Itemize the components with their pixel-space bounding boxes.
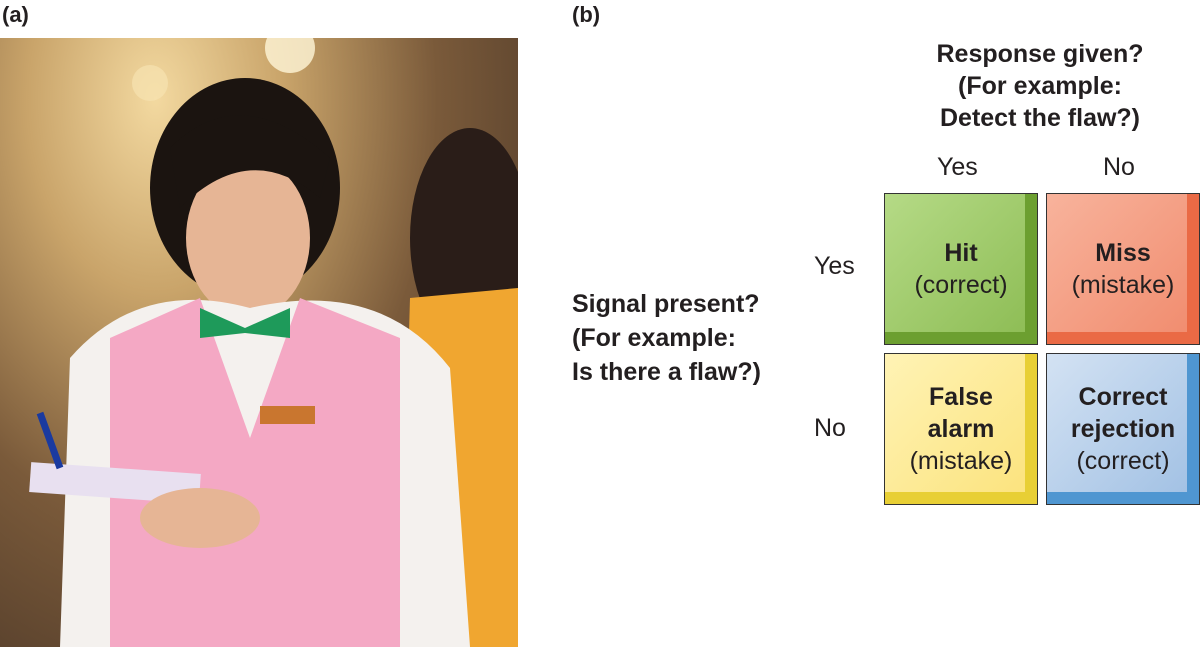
cell-subtitle: (mistake) xyxy=(909,447,1013,475)
cell-subtitle: (mistake) xyxy=(1071,271,1175,299)
cell-correct-rejection: Correct rejection (correct) xyxy=(1046,353,1200,505)
cell-miss: Miss (mistake) xyxy=(1046,193,1200,345)
cell-subtitle: (correct) xyxy=(1076,447,1170,475)
cell-title: False alarm xyxy=(927,383,995,443)
row-heading-line: (For example: xyxy=(572,324,736,352)
cell-title: Correct rejection xyxy=(1070,383,1176,443)
row-heading-line: Is there a flaw?) xyxy=(572,358,761,386)
column-label-no: No xyxy=(1103,153,1135,181)
cell-title: Hit xyxy=(944,239,978,267)
column-heading: Response given? (For example: Detect the… xyxy=(900,38,1180,134)
cell-subtitle: (correct) xyxy=(914,271,1008,299)
row-heading-line: Signal present? xyxy=(572,290,760,318)
column-heading-line: (For example: xyxy=(958,72,1122,100)
column-label-yes: Yes xyxy=(937,153,978,181)
row-heading: Signal present? (For example: Is there a… xyxy=(572,287,761,389)
waitress-photo xyxy=(0,38,518,647)
column-heading-line: Response given? xyxy=(936,40,1144,68)
cell-title: Miss xyxy=(1095,239,1151,267)
column-heading-line: Detect the flaw?) xyxy=(939,104,1141,132)
panel-a-label: (a) xyxy=(2,2,29,27)
cell-false-alarm: False alarm (mistake) xyxy=(884,353,1038,505)
row-label-no: No xyxy=(814,414,846,442)
row-label-yes: Yes xyxy=(814,252,855,280)
panel-b-label: (b) xyxy=(572,2,601,27)
cell-hit: Hit (correct) xyxy=(884,193,1038,345)
